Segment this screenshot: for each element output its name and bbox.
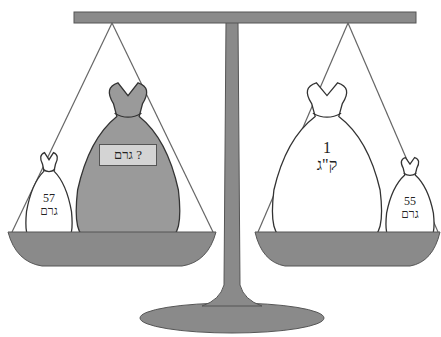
weight-label: ? גרם (99, 144, 157, 166)
weight-bag: ? גרם (72, 78, 184, 238)
bag-body (26, 153, 72, 238)
bag-body (386, 157, 434, 238)
bag-label-area: 55 גרם (384, 195, 436, 220)
weight-label: 57 גרם (34, 192, 64, 217)
weight-label: 1 ק"ג (312, 140, 342, 174)
weight-bag: 55 גרם (384, 155, 436, 238)
bag-tie (313, 113, 341, 117)
bag-label-area: 57 גרם (24, 192, 74, 217)
bag-label-area: ? גרם (72, 144, 184, 166)
weight-bag: 57 גרם (24, 150, 74, 238)
bag-tie (43, 169, 55, 171)
bag-label-area: 1 ק"ג (268, 140, 386, 174)
bag-tie (115, 113, 142, 117)
weight-label: 55 גרם (395, 195, 425, 220)
weight-bag: 1 ק"ג (268, 78, 386, 238)
bag-body (76, 83, 180, 238)
right-pan (255, 232, 440, 266)
bag-tie (404, 173, 416, 175)
bag-body (272, 83, 381, 238)
stand-pole (202, 22, 262, 306)
beam (74, 12, 416, 23)
left-pan (8, 232, 216, 266)
stand-base (140, 303, 324, 333)
